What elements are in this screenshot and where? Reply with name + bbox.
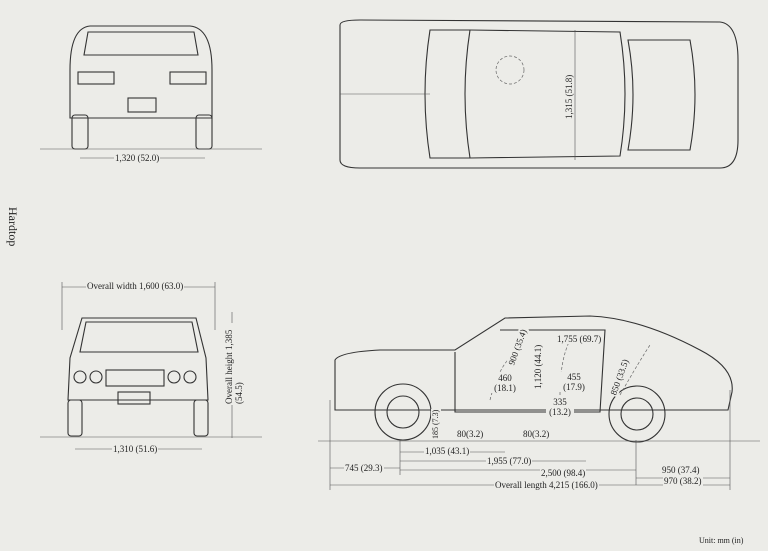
- top-view-car: [339, 19, 739, 169]
- overall-width-label: Overall width 1,600 (63.0): [86, 281, 185, 291]
- rear-seat-label: 455 (17.9): [558, 372, 590, 392]
- rear-tread-label: 1,320 (52.0): [114, 153, 161, 163]
- drawing-title: Hardtop: [6, 207, 20, 247]
- rear-overhang-970-label: 970 (38.2): [663, 476, 703, 486]
- front-tread-label: 1,310 (51.6): [112, 444, 159, 454]
- interior-height-label: 1,120 (44.1): [533, 343, 543, 390]
- overall-length-label: Overall length 4,215 (166.0): [494, 480, 599, 490]
- front-overhang-label: 745 (29.3): [344, 463, 384, 473]
- dim-1035-label: 1,035 (43.1): [424, 446, 471, 456]
- rear-view-car: [40, 25, 262, 159]
- side-view-car: [318, 315, 760, 490]
- front-seat-label: 460 (18.1): [490, 373, 520, 393]
- dim-1955-label: 1,955 (77.0): [486, 456, 533, 466]
- unit-note: Unit: mm (in): [698, 536, 745, 546]
- seat-height-label: 335 (13.2): [546, 397, 574, 417]
- floor-rear-label: 80(3.2): [522, 429, 551, 439]
- overall-height-label: Overall height 1,385 (54.5): [224, 323, 244, 405]
- floor-front-label: 80(3.2): [456, 429, 485, 439]
- wheelbase-label: 2,500 (98.4): [540, 468, 587, 478]
- interior-length-label: 1,755 (69.7): [556, 334, 603, 344]
- ground-clearance-label: 185 (7.3): [431, 408, 441, 440]
- top-width-label: 1,315 (51.8): [564, 73, 574, 120]
- rear-overhang-950-label: 950 (37.4): [661, 465, 701, 475]
